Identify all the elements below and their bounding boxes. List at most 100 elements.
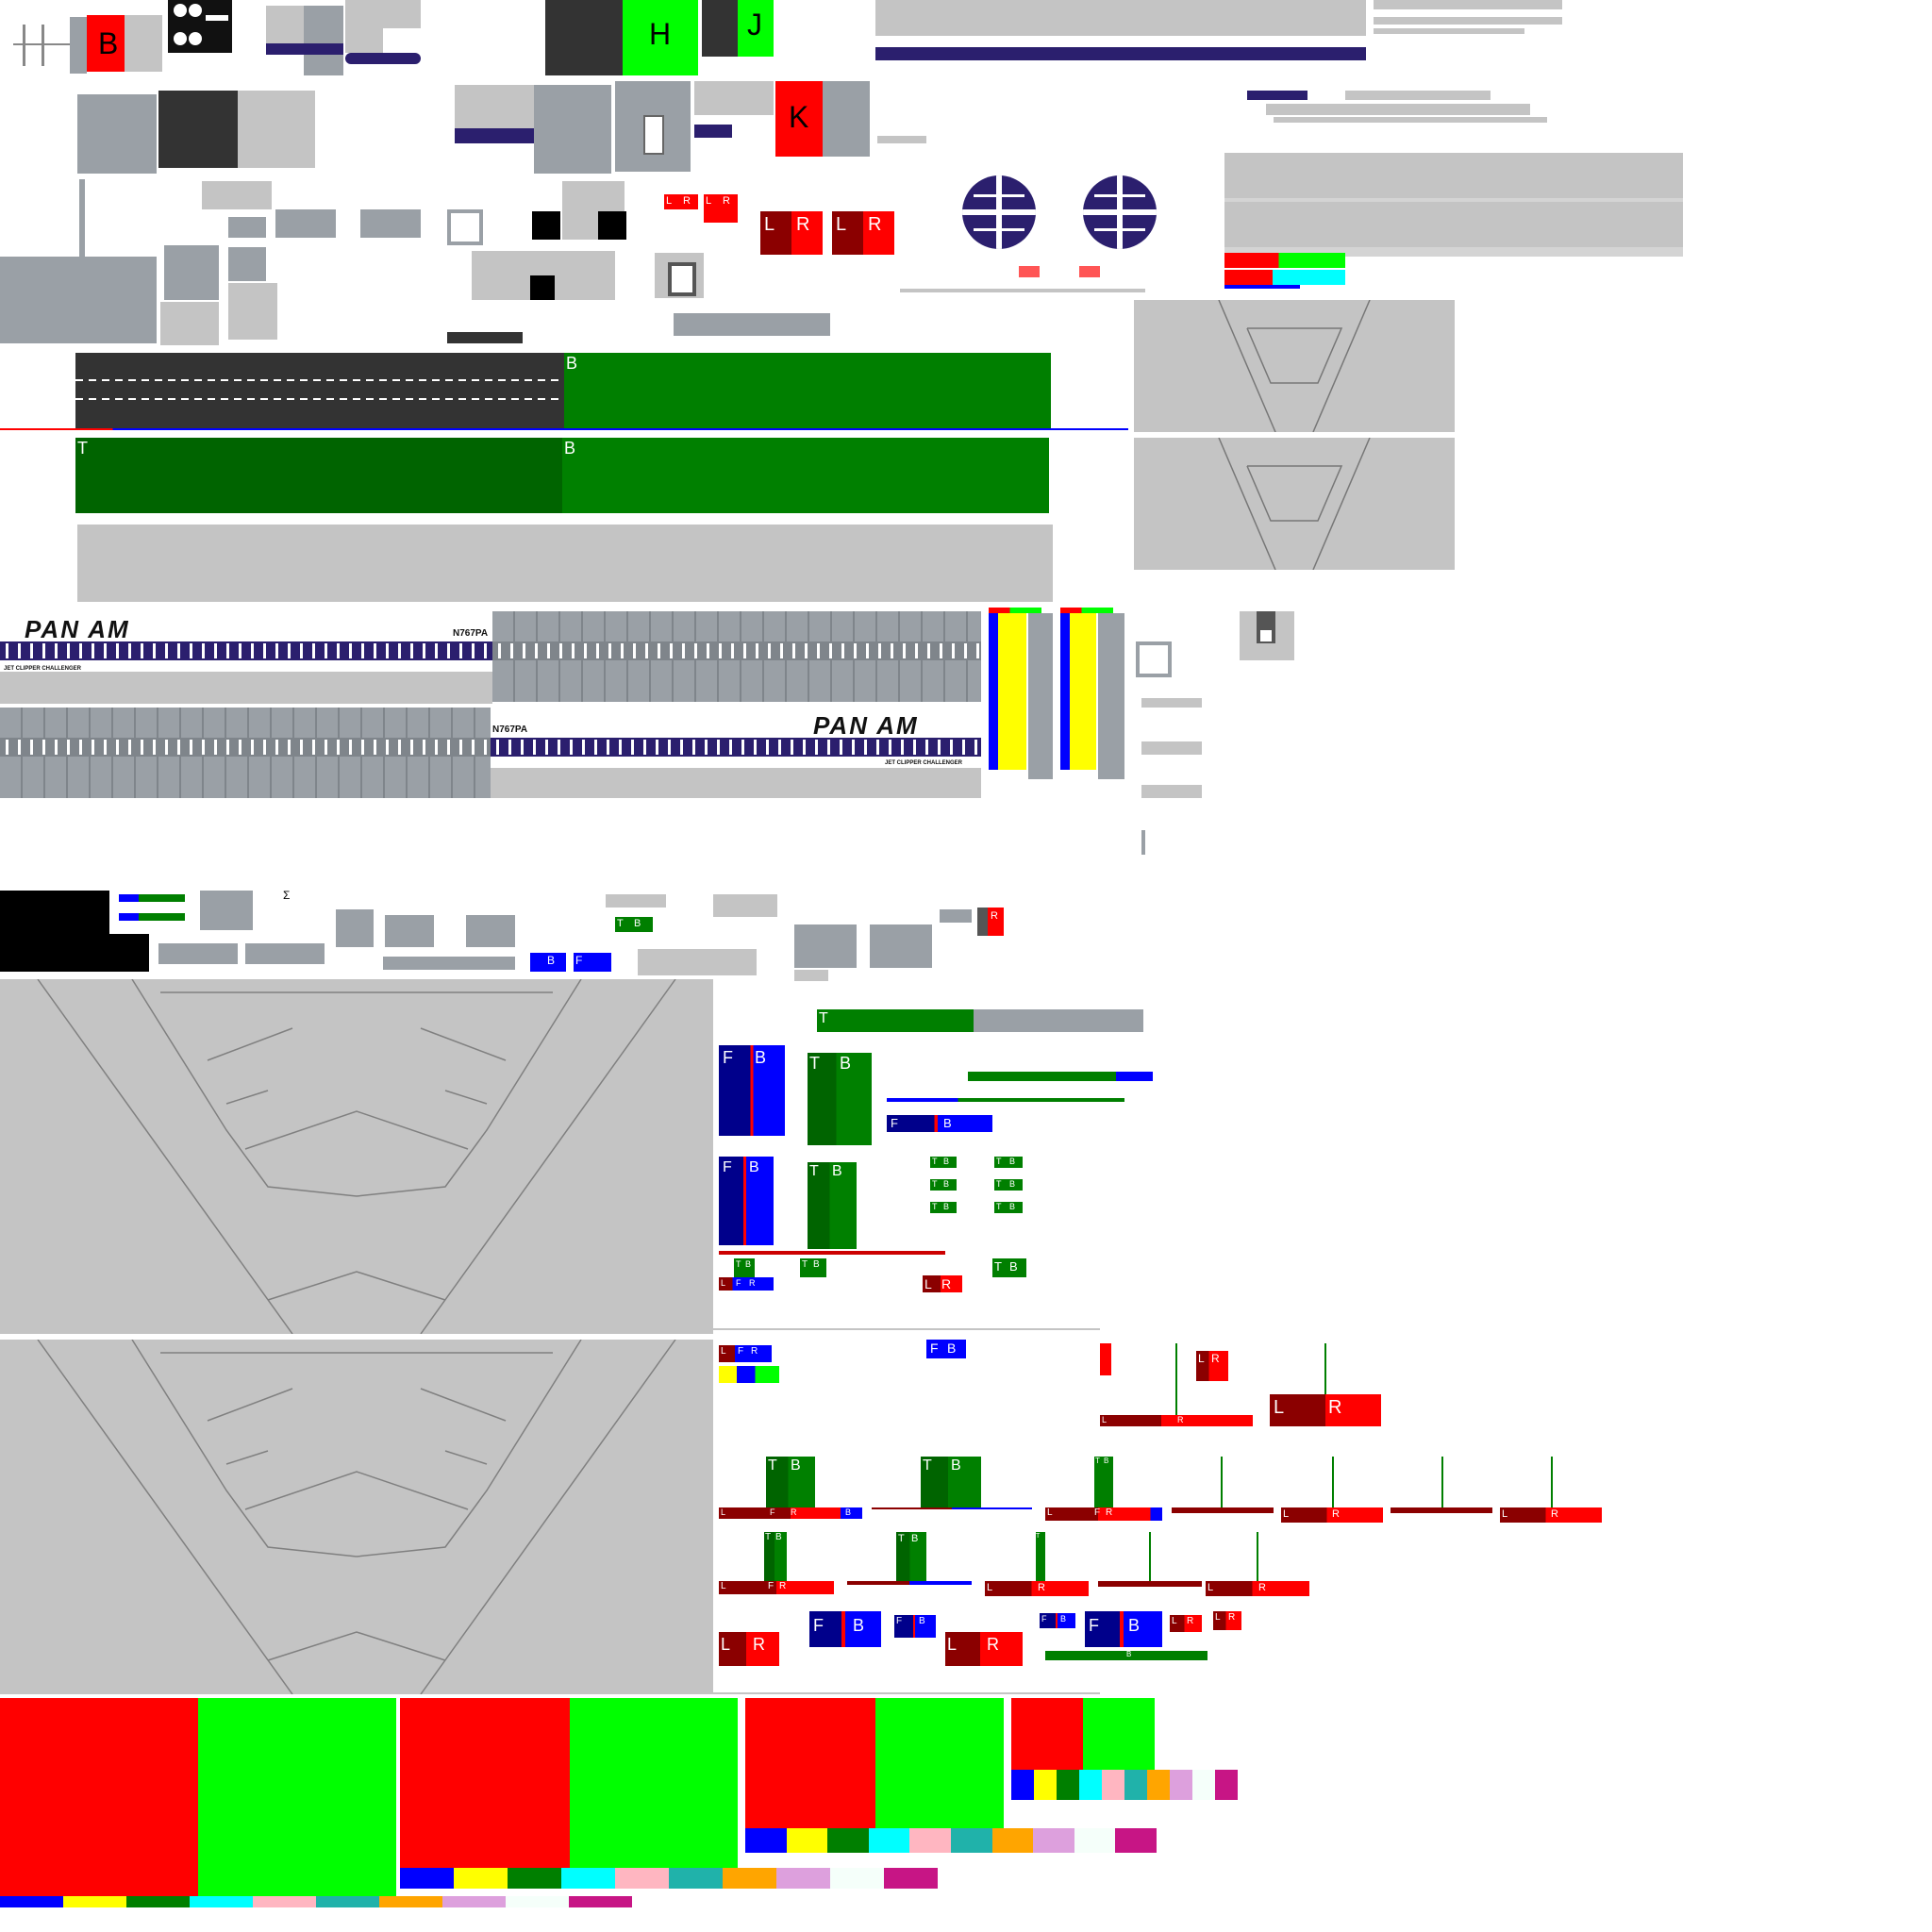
b-label: B [1126, 1650, 1132, 1658]
clipper-name: JET CLIPPER CHALLENGER [4, 666, 82, 672]
r-label: R [723, 195, 730, 207]
l-label: L [924, 1276, 932, 1291]
tile-black [109, 934, 149, 972]
band-navy [1247, 91, 1307, 100]
r-label: R [1177, 1415, 1184, 1424]
tile-gray [228, 217, 266, 238]
panel-t-label: T [77, 439, 88, 458]
fb-tile: F B [1040, 1613, 1075, 1628]
door-tile [383, 0, 421, 28]
color-bar [1060, 608, 1113, 613]
r-label: R [779, 1581, 787, 1591]
mast [1221, 1457, 1223, 1507]
airline-logo: PAN AM [25, 615, 130, 643]
bf-tile: B [530, 953, 566, 972]
r-label: R [1211, 1352, 1220, 1365]
r-label: R [1328, 1397, 1342, 1418]
lr-tile: L R [832, 211, 894, 255]
tile-gray [940, 909, 972, 923]
f-label: F [896, 1616, 903, 1626]
fb-tile: F B [926, 1340, 966, 1358]
t-label: T [932, 1157, 938, 1166]
green-panel: T [75, 438, 562, 513]
tile-gray [870, 924, 932, 968]
color-column [1070, 613, 1096, 770]
wing-panel [0, 1340, 713, 1694]
b-label: B [1104, 1457, 1109, 1465]
lr-bar [1098, 1581, 1202, 1587]
t-label: T [768, 1457, 777, 1474]
swatch-green [198, 1698, 396, 1896]
b-label: B [845, 1507, 852, 1517]
globe-icon [962, 175, 1036, 249]
color-bar [1224, 270, 1345, 285]
swatch [868, 1828, 910, 1853]
l-label: L [706, 195, 712, 207]
tile-dark [447, 332, 523, 343]
swatch-red [400, 1698, 570, 1868]
swatch [1147, 1770, 1170, 1800]
b-label: B [1009, 1259, 1018, 1274]
wing-panel [0, 979, 713, 1334]
tile-gray [125, 15, 162, 72]
registration-text: N767PA [492, 724, 528, 735]
instrument-tile [168, 0, 232, 53]
lr-bar: L R [1281, 1507, 1383, 1523]
swatch [1074, 1828, 1116, 1853]
t-label: T [923, 1457, 932, 1474]
swatch [1033, 1828, 1074, 1853]
tb-tile: T B [1094, 1457, 1113, 1507]
b-label: B [1128, 1616, 1141, 1635]
r-label: R [791, 1507, 797, 1517]
swatch [63, 1896, 126, 1907]
b-label: B [951, 1457, 961, 1474]
b-label: B [1060, 1614, 1067, 1624]
palette-row [0, 1896, 632, 1907]
clipper-name: JET CLIPPER CHALLENGER [885, 760, 963, 766]
tile-gray [877, 136, 926, 143]
color-bar [1224, 285, 1300, 289]
t-label: T [736, 1259, 741, 1269]
tile-j-label: J [747, 8, 762, 42]
l-label: L [666, 195, 673, 207]
swatch [1011, 1770, 1034, 1800]
fb-tile: L F R [719, 1345, 772, 1362]
mast [1257, 1532, 1258, 1581]
b-label: B [943, 1179, 950, 1189]
fb-tile: F B [894, 1615, 936, 1638]
lr-tile: L R [1170, 1615, 1202, 1632]
lr-bar: L F R [1045, 1507, 1162, 1521]
l-label: L [1047, 1507, 1053, 1518]
band-thin [1374, 17, 1562, 25]
swatch [884, 1868, 938, 1889]
tile-gray [385, 915, 434, 947]
panel-strip [492, 611, 981, 702]
tile-k-label: K [789, 100, 809, 134]
swatch [442, 1896, 506, 1907]
color-bar [847, 1581, 972, 1585]
swatch [1115, 1828, 1157, 1853]
b-label: B [1009, 1157, 1016, 1166]
color-bar [1224, 253, 1345, 268]
tile-gray [1141, 785, 1202, 798]
b-label: B [853, 1616, 865, 1635]
registration-text: N767PA [453, 628, 489, 639]
swatch-red [1011, 1698, 1083, 1770]
l-label: L [1172, 1616, 1177, 1626]
swatch [827, 1828, 869, 1853]
tile-gray [606, 894, 666, 908]
mast [1149, 1532, 1151, 1581]
swatch-red [745, 1698, 875, 1828]
swatch [776, 1868, 830, 1889]
b-label: B [749, 1159, 759, 1175]
tb-tile: T B [808, 1053, 872, 1145]
b-label: B [943, 1157, 950, 1166]
band-navy [455, 128, 534, 143]
tile-gray [360, 209, 421, 238]
window-strip [0, 738, 491, 757]
b-label: B [840, 1054, 852, 1073]
mast [1551, 1457, 1553, 1507]
swatch [786, 1828, 828, 1853]
t-label: T [898, 1533, 905, 1544]
gray-panel [77, 525, 1053, 602]
